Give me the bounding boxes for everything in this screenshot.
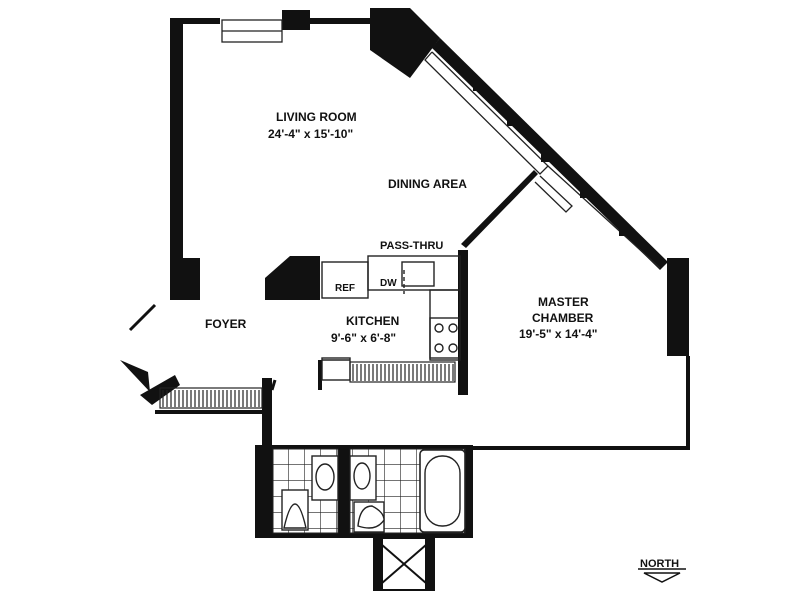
north-label: NORTH (640, 558, 679, 570)
kitchen-label: KITCHEN (346, 314, 399, 328)
doors (128, 303, 277, 391)
wall-bath-divider (338, 445, 350, 537)
sink-right (353, 462, 371, 490)
column-corner (370, 8, 440, 78)
window-diagonal-2 (547, 165, 661, 269)
wall-dining-master (461, 170, 538, 248)
wall-bath-right (465, 445, 473, 537)
door-wedge (120, 360, 150, 392)
wall-closet-right (262, 378, 272, 448)
shaft (373, 537, 435, 591)
counter-top (367, 255, 461, 291)
wall-master-right (686, 356, 690, 448)
column-top (282, 10, 310, 30)
wall-bath-left (255, 445, 273, 537)
wall-top-mid (300, 18, 370, 24)
master-chamber-label-2: CHAMBER (532, 311, 594, 325)
wall-bath-bottom (255, 533, 473, 538)
toilet-right (357, 505, 385, 529)
master-chamber-size: 19'-5" x 14'-4" (519, 327, 597, 341)
wall-bath-top (273, 445, 473, 449)
room-labels: LIVING ROOM 24'-4" x 15'-10" DINING AREA… (205, 110, 597, 345)
refrigerator-label: REF (335, 283, 355, 294)
living-room-size: 24'-4" x 15'-10" (268, 127, 353, 141)
wall-top-left (170, 18, 220, 24)
dining-area-label: DINING AREA (388, 177, 467, 191)
bathrooms (272, 448, 466, 534)
sink-left (315, 463, 335, 491)
wall-living-left (170, 20, 200, 300)
column-right (667, 258, 689, 356)
windows (221, 19, 661, 269)
window-diagonal-3 (534, 175, 573, 213)
closet-hatching (159, 361, 456, 409)
pass-thru-label: PASS-THRU (380, 240, 443, 252)
dishwasher-label: DW (380, 278, 397, 289)
wall-kitchen-bottom-left (318, 360, 322, 390)
toilet-left (283, 503, 307, 529)
north-compass: NORTH (638, 558, 686, 583)
kitchen-fixtures (321, 255, 461, 381)
wall-closet-bottom (155, 410, 265, 414)
foyer-label: FOYER (205, 317, 247, 331)
kitchen-size: 9'-6" x 6'-8" (331, 331, 396, 345)
sink (401, 261, 435, 287)
master-chamber-label-1: MASTER (538, 295, 589, 309)
living-room-label: LIVING ROOM (276, 110, 357, 124)
window-mullions (473, 82, 629, 236)
wall-kitchen-right (458, 250, 468, 395)
north-arrow-icon (643, 572, 681, 583)
wall-master-bottom (470, 446, 690, 450)
range (429, 317, 461, 359)
window-diagonal (424, 51, 549, 175)
wall-kitchen-corner (265, 256, 320, 300)
